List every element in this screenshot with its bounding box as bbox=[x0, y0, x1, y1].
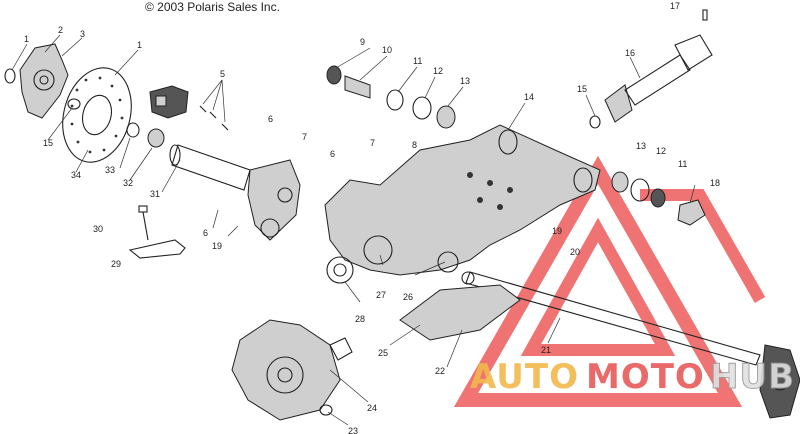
skid-plate-25 bbox=[399, 284, 521, 341]
callout-17: 17 bbox=[670, 1, 680, 11]
callout-6: 6 bbox=[330, 149, 335, 159]
callout-12: 12 bbox=[433, 66, 443, 76]
gearcase-24 bbox=[231, 319, 353, 421]
callout-23: 23 bbox=[348, 426, 358, 434]
swing-arm-frame bbox=[324, 124, 601, 284]
bracket-29 bbox=[128, 239, 186, 259]
callout-11: 11 bbox=[413, 56, 422, 66]
spacer-33 bbox=[126, 122, 140, 138]
callout-26: 26 bbox=[403, 292, 413, 302]
callout-10: 10 bbox=[382, 45, 392, 55]
bolt-30 bbox=[138, 205, 149, 241]
callout-1: 1 bbox=[24, 34, 29, 44]
callout-18: 18 bbox=[710, 178, 720, 188]
callout-6: 6 bbox=[268, 114, 273, 124]
callout-33: 33 bbox=[105, 165, 115, 175]
bearing-carrier bbox=[247, 159, 301, 241]
callout-25: 25 bbox=[378, 348, 388, 358]
bushing-stack-right bbox=[611, 171, 666, 208]
callout-29: 29 bbox=[111, 259, 121, 269]
small-bolts-5 bbox=[199, 105, 229, 131]
driveshaft-16 bbox=[589, 9, 713, 129]
callout-27: 27 bbox=[376, 290, 386, 300]
axle-shaft-21 bbox=[461, 271, 761, 366]
callout-19: 19 bbox=[212, 241, 222, 251]
callout-15: 15 bbox=[43, 138, 53, 148]
callout-31: 31 bbox=[150, 189, 160, 199]
callout-19: 19 bbox=[552, 226, 562, 236]
callout-21: 21 bbox=[541, 345, 551, 355]
watermark-text-hub: HUB bbox=[710, 357, 795, 397]
callout-34: 34 bbox=[71, 170, 81, 180]
watermark-text-auto: AUTO bbox=[470, 357, 579, 397]
brake-disc bbox=[62, 67, 132, 163]
fitting-18 bbox=[677, 199, 706, 226]
callout-7: 7 bbox=[302, 132, 307, 142]
callout-2: 2 bbox=[58, 25, 63, 35]
callout-1: 1 bbox=[137, 40, 142, 50]
watermark-text: AUTO MOTO HUB bbox=[470, 357, 795, 398]
bearing-32 bbox=[147, 128, 165, 148]
callout-14: 14 bbox=[524, 92, 534, 102]
hub-assembly bbox=[4, 43, 81, 119]
callout-15: 15 bbox=[577, 84, 587, 94]
callout-20: 20 bbox=[570, 247, 580, 257]
callout-5: 5 bbox=[220, 69, 225, 79]
callout-labels: 1 2 3 1 15 34 33 32 5 31 6 7 30 29 6 19 … bbox=[24, 1, 720, 434]
copyright-text: © 2003 Polaris Sales Inc. bbox=[145, 0, 280, 14]
callout-16: 16 bbox=[625, 48, 635, 58]
callout-8: 8 bbox=[412, 140, 417, 150]
callout-13: 13 bbox=[460, 76, 470, 86]
brake-caliper bbox=[149, 85, 189, 119]
callout-6: 6 bbox=[203, 228, 208, 238]
bushing-stack-9-13 bbox=[326, 65, 456, 129]
callout-9: 9 bbox=[360, 37, 365, 47]
callout-22: 22 bbox=[435, 366, 445, 376]
callout-3: 3 bbox=[80, 29, 85, 39]
callout-24: 24 bbox=[367, 403, 377, 413]
callout-11: 11 bbox=[678, 159, 687, 169]
leader-lines bbox=[11, 34, 696, 426]
callout-32: 32 bbox=[123, 178, 133, 188]
carrier-tube-31 bbox=[169, 144, 251, 191]
callout-12: 12 bbox=[656, 146, 666, 156]
callout-28: 28 bbox=[355, 314, 365, 324]
callout-13: 13 bbox=[636, 141, 646, 151]
watermark-text-moto: MOTO bbox=[586, 357, 705, 397]
right-hub bbox=[759, 344, 800, 419]
callout-30: 30 bbox=[93, 224, 103, 234]
callout-7: 7 bbox=[370, 138, 375, 148]
